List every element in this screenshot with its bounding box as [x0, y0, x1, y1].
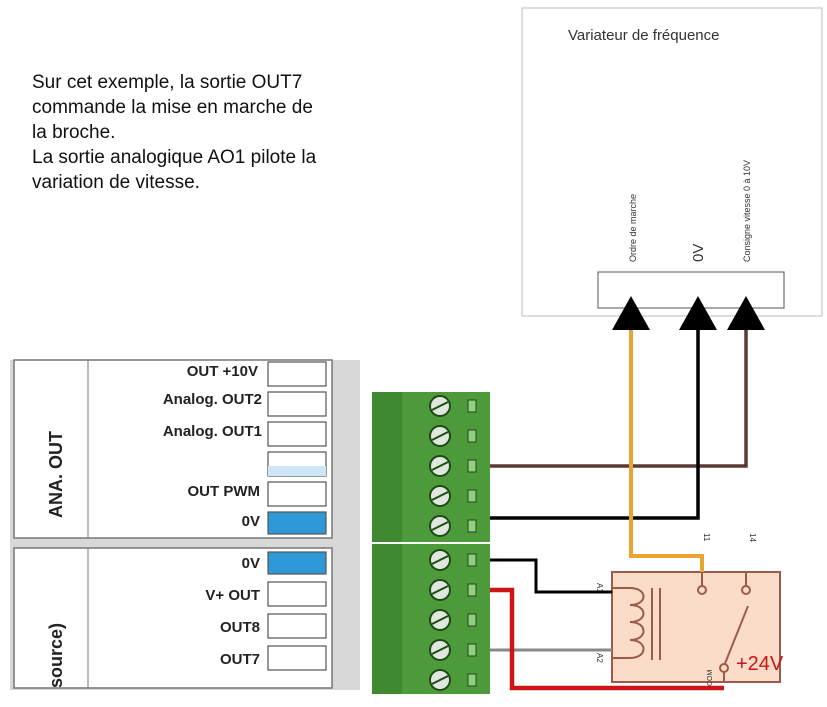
description-line: commande la mise en marche de [32, 97, 313, 118]
relay-contact-left-label: 11 [702, 533, 711, 542]
led-indicator [267, 361, 327, 387]
relay-coil-bottom-label: A2 [595, 653, 604, 663]
led-indicator-glow [268, 466, 326, 476]
vfd-title: Variateur de fréquence [568, 27, 720, 44]
row-label: 0V [242, 513, 260, 530]
row-label: OUT +10V [187, 363, 258, 380]
relay-coil-top-label: A1 [595, 583, 604, 593]
relay-coil [612, 587, 645, 659]
relay-contact-terminal [741, 585, 751, 595]
arrow-up-icon [612, 296, 650, 330]
group-label-ana-out: ANA. OUT [46, 431, 66, 518]
description-text: Sur cet exemple, la sortie OUT7 commande… [32, 70, 452, 195]
led-indicator [267, 391, 327, 417]
arrow-up-icon [727, 296, 765, 330]
row-label: V+ OUT [205, 587, 260, 604]
arrow-up-icon [679, 296, 717, 330]
led-indicator [267, 613, 327, 639]
wire-24v [490, 587, 724, 691]
row-label: OUT7 [220, 651, 260, 668]
vfd-box [521, 7, 823, 317]
terminal-screws [429, 395, 477, 691]
relay-common-label: COM [707, 670, 714, 687]
description-line: Sur cet exemple, la sortie OUT7 [32, 72, 303, 93]
relay-contact-terminal [697, 585, 707, 595]
wire-coil-a1 [490, 558, 612, 594]
board-panel-ana [13, 359, 333, 539]
group-label-out: source) [46, 623, 66, 688]
relay-contact-terminal [719, 663, 729, 673]
row-label: 0V [242, 555, 260, 572]
description-line: la broche. [32, 122, 116, 143]
led-indicator-active [267, 511, 327, 535]
wire-0v [490, 320, 700, 520]
vfd-terminal-block [597, 271, 785, 309]
led-indicator [267, 481, 327, 507]
row-label: OUT8 [220, 619, 260, 636]
row-label: Analog. OUT1 [163, 423, 262, 440]
wire-analog-out1 [490, 320, 748, 468]
led-indicator [267, 581, 327, 607]
led-indicator [267, 645, 327, 671]
led-indicator [267, 421, 327, 447]
wire-run-order [629, 320, 704, 572]
supply-24v-label: +24V [736, 653, 784, 675]
description-line: variation de vitesse. [32, 172, 200, 193]
vfd-pin-speed-label: Consigne vitesse 0 à 10V [742, 160, 752, 262]
row-label: OUT PWM [188, 483, 261, 500]
led-indicator-active [267, 551, 327, 575]
description-line: La sortie analogique AO1 pilote la [32, 147, 317, 168]
row-label: Analog. OUT2 [163, 391, 262, 408]
relay-switch-arm [723, 605, 749, 667]
vfd-pin-0v-label: 0V [690, 244, 707, 262]
relay-contact-right-label: 14 [748, 533, 757, 542]
vfd-pin-run-label: Ordre de marche [628, 194, 638, 262]
